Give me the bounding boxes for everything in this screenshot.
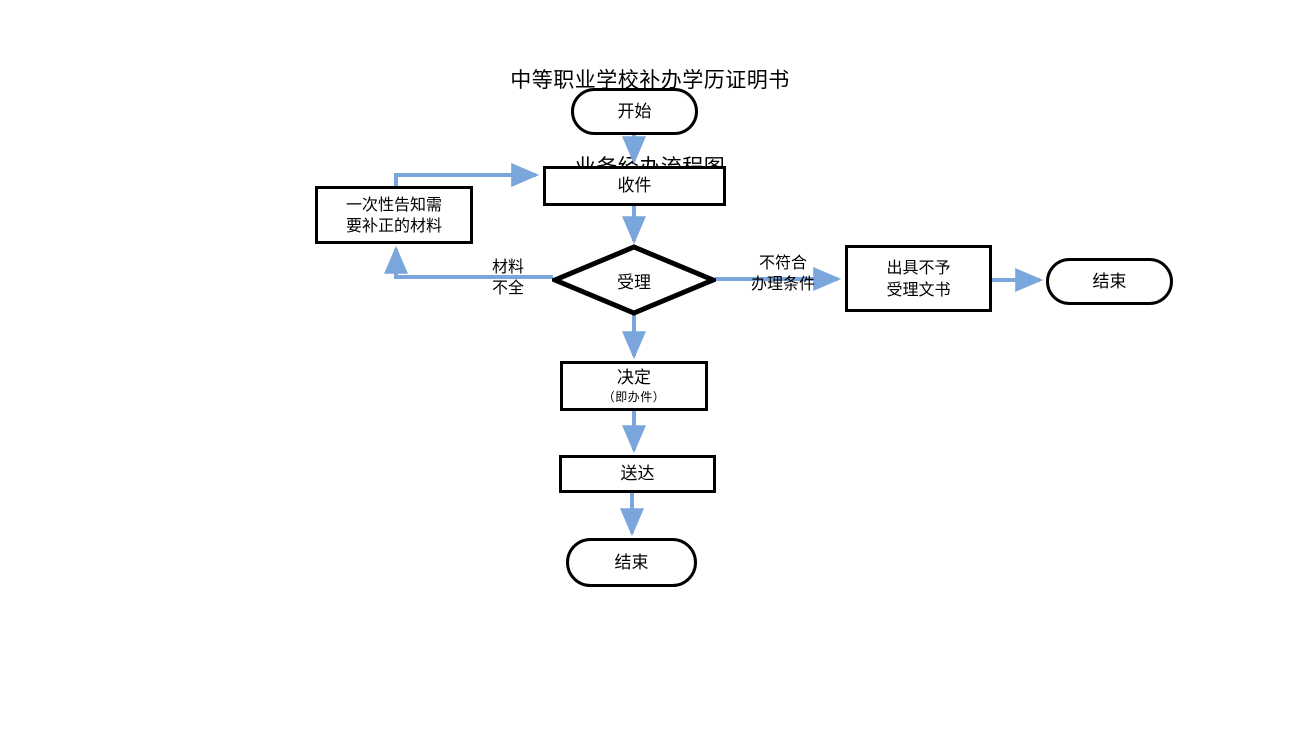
edge-accept-to-notify xyxy=(383,245,553,279)
node-start[interactable]: 开始 xyxy=(571,88,698,135)
diamond-shape xyxy=(552,244,716,316)
node-notify-correction-label: 一次性告知需 要补正的材料 xyxy=(345,195,442,235)
node-receive[interactable]: 收件 xyxy=(543,166,726,206)
node-end-right[interactable]: 结束 xyxy=(1046,258,1173,305)
node-receive-label: 收件 xyxy=(617,176,652,196)
node-end-right-label: 结束 xyxy=(1092,271,1127,292)
node-accept-label: 受理 xyxy=(617,272,651,293)
node-end-bottom-label: 结束 xyxy=(614,552,649,573)
edge-label-not-qualified: 不符合 办理条件 xyxy=(750,253,815,293)
node-notify-correction[interactable]: 一次性告知需 要补正的材料 xyxy=(315,186,473,244)
node-reject-document[interactable]: 出具不予 受理文书 xyxy=(845,245,992,312)
node-deliver-label: 送达 xyxy=(620,464,655,484)
node-decide[interactable]: 决定 （即办件） xyxy=(560,361,708,411)
node-decide-label: 决定 xyxy=(617,368,651,388)
edge-label-incomplete: 材料 不全 xyxy=(491,257,524,297)
node-reject-document-label: 出具不予 受理文书 xyxy=(886,257,951,299)
node-decide-sublabel: （即办件） xyxy=(602,390,666,404)
edge-notify-to-receive xyxy=(394,162,540,187)
node-accept[interactable]: 受理 xyxy=(552,244,716,316)
node-end-bottom[interactable]: 结束 xyxy=(566,538,697,587)
node-deliver[interactable]: 送达 xyxy=(559,455,716,493)
node-start-label: 开始 xyxy=(617,101,652,122)
